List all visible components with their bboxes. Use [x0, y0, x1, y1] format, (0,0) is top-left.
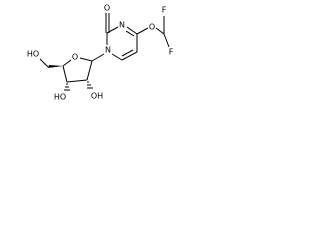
wedge-c4p-c5p	[48, 65, 63, 68]
atom-label-f-bottom: F	[169, 48, 174, 57]
bond-chf2-fbottom	[163, 33, 170, 48]
bond-c1p-oring	[79, 57, 93, 62]
bond-oring-c4p	[62, 59, 72, 67]
bond-c5p-ho	[39, 58, 49, 68]
bond-n3-c4-a	[126, 26, 138, 35]
bond-c5-c6-a	[121, 51, 138, 61]
atom-label-ether-o: O	[149, 23, 155, 32]
atom-label-ring-o: O	[72, 53, 78, 62]
bond-c4-oether	[136, 27, 149, 35]
atom-label-n1: N	[105, 46, 111, 55]
bond-n3-c4-b	[125, 30, 135, 37]
bond-c2p-c1p	[86, 60, 93, 81]
bond-c5-c6-b	[121, 49, 134, 57]
bond-c3p-c2p	[66, 79, 88, 83]
atom-label-ho-3prime: HO	[54, 93, 66, 102]
bond-c4p-c3p	[62, 65, 68, 83]
atom-label-f-top: F	[162, 6, 167, 15]
structure-drawing: O N O F F N O HO HO OH	[27, 4, 174, 102]
bond-n1-c1p	[91, 53, 105, 62]
atom-label-oh-2prime: OH	[91, 92, 103, 101]
molecule-diagram: O N O F F N O HO HO OH	[0, 0, 178, 107]
atom-label-carbonyl-o: O	[104, 4, 110, 13]
bond-c2-n3	[106, 26, 119, 34]
bond-oether-chf2	[155, 27, 165, 35]
atom-label-n3: N	[119, 21, 125, 30]
atom-label-ho-5prime: HO	[27, 50, 39, 59]
bond-c6-n1	[111, 53, 123, 61]
